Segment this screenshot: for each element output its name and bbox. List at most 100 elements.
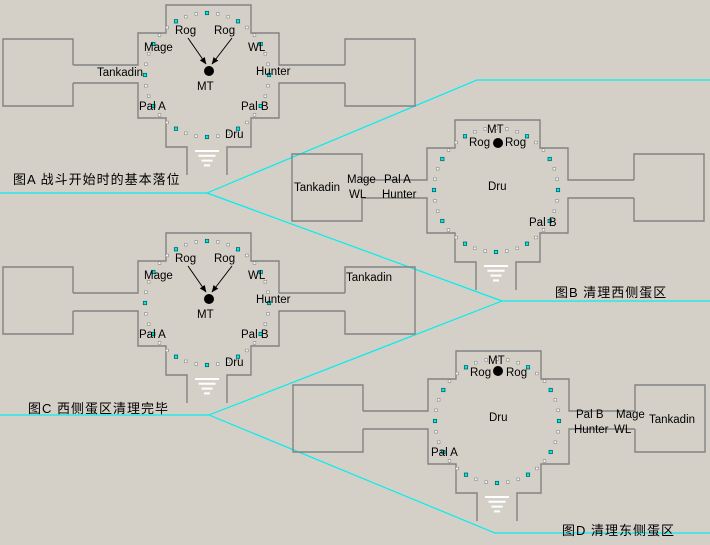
ring-dot xyxy=(216,12,220,16)
ring-dot xyxy=(245,348,249,353)
connector-a-to-b-upper xyxy=(206,79,710,194)
figure-d-label-mt: MT xyxy=(488,355,505,367)
ring-dot xyxy=(433,177,437,181)
ring-dot xyxy=(535,466,539,471)
ring-dot xyxy=(194,240,198,244)
egg-dot xyxy=(258,269,263,275)
ring-dot xyxy=(184,131,188,135)
ring-dot xyxy=(447,459,452,463)
ring-dot xyxy=(216,240,220,244)
ring-dot xyxy=(474,361,478,365)
ring-dot xyxy=(505,127,509,131)
egg-dot xyxy=(463,365,469,370)
ring-dot xyxy=(437,440,441,444)
egg-dot xyxy=(493,249,499,255)
figure-a-label-hunter: Hunter xyxy=(256,66,291,78)
figure-d-label-pal-a: Pal A xyxy=(431,447,458,459)
figure-d-label-pal-b: Pal B xyxy=(576,409,604,421)
ring-dot xyxy=(455,466,459,471)
ring-dot xyxy=(516,361,520,365)
egg-dot xyxy=(548,387,553,393)
ring-dot xyxy=(147,280,151,284)
ring-dot xyxy=(552,209,556,213)
ring-dot xyxy=(516,477,520,481)
egg-dot xyxy=(441,387,446,393)
ring-dot xyxy=(245,25,249,30)
east-room-walls xyxy=(633,153,705,222)
egg-dot xyxy=(204,10,210,16)
egg-dot xyxy=(258,41,263,47)
egg-dot xyxy=(463,472,469,477)
egg-dot xyxy=(142,72,148,78)
figure-b-label-tankadin: Tankadin xyxy=(294,182,340,194)
ring-dot xyxy=(157,113,162,117)
ring-dot xyxy=(266,312,270,316)
egg-dot xyxy=(440,156,445,162)
ring-dot xyxy=(252,341,257,345)
ring-dot xyxy=(542,379,547,383)
ring-dot xyxy=(454,140,458,145)
ring-dot xyxy=(556,430,560,434)
egg-dot xyxy=(151,103,156,109)
figure-b-label-rog-right: Rog xyxy=(505,137,526,149)
figure-c-label-mage: Mage xyxy=(144,270,173,282)
figure-b-label-mt: MT xyxy=(487,124,504,136)
figure-d-caption: 图D 清理东侧蛋区 xyxy=(562,523,676,538)
west-room-walls xyxy=(292,384,364,453)
ring-dot xyxy=(436,209,440,213)
egg-dot xyxy=(235,247,241,252)
east-room-walls xyxy=(344,38,416,107)
ring-dot xyxy=(157,33,162,37)
ring-dot xyxy=(506,358,510,362)
ring-dot xyxy=(535,371,539,376)
ring-dot xyxy=(553,440,557,444)
ring-dot xyxy=(226,359,230,363)
egg-dot xyxy=(173,19,179,24)
ring-dot xyxy=(494,126,498,130)
egg-dot xyxy=(494,480,500,486)
connector-c-to-d-lower xyxy=(208,414,710,534)
ring-dot xyxy=(266,84,270,88)
ring-dot xyxy=(541,148,546,152)
main-tank-dot xyxy=(204,66,214,76)
figure-d-label-rog-right: Rog xyxy=(506,367,527,379)
ring-dot xyxy=(263,94,267,98)
ring-dot xyxy=(157,261,162,265)
figure-c-label-hunter: Hunter xyxy=(256,294,291,306)
ring-dot xyxy=(515,130,519,134)
ring-dot xyxy=(483,249,487,253)
ring-dot xyxy=(541,228,546,232)
east-room-walls xyxy=(634,384,706,453)
ring-dot xyxy=(226,15,230,19)
ring-dot xyxy=(474,477,478,481)
egg-dot xyxy=(204,362,210,368)
egg-dot xyxy=(441,449,446,455)
egg-dot xyxy=(462,134,468,139)
figure-d-label-wl: WL xyxy=(614,424,632,436)
ring-dot xyxy=(144,290,148,294)
ring-dot xyxy=(506,480,510,484)
ring-dot xyxy=(433,199,437,203)
egg-dot xyxy=(173,126,179,131)
egg-dot xyxy=(462,241,468,246)
egg-dot xyxy=(555,187,561,193)
egg-dot xyxy=(235,126,241,131)
ring-dot xyxy=(266,62,270,66)
figure-a-caption: 图A 战斗开始时的基本落位 xyxy=(13,172,181,187)
figure-a-label-tankadin: Tankadin xyxy=(97,67,143,79)
egg-dot xyxy=(432,418,438,424)
figure-a-label-mage: Mage xyxy=(144,42,173,54)
egg-dot xyxy=(204,134,210,140)
ring-dot xyxy=(484,358,488,362)
rogue-assist-arrow xyxy=(211,37,233,65)
west-room-walls xyxy=(2,266,74,335)
ring-dot xyxy=(252,113,257,117)
egg-dot xyxy=(525,472,531,477)
ring-dot xyxy=(144,312,148,316)
egg-dot xyxy=(258,331,263,337)
rogue-assist-arrow xyxy=(187,37,207,65)
figure-a-label-rog-right: Rog xyxy=(214,25,235,37)
ring-dot xyxy=(147,52,151,56)
ring-dot xyxy=(542,459,547,463)
